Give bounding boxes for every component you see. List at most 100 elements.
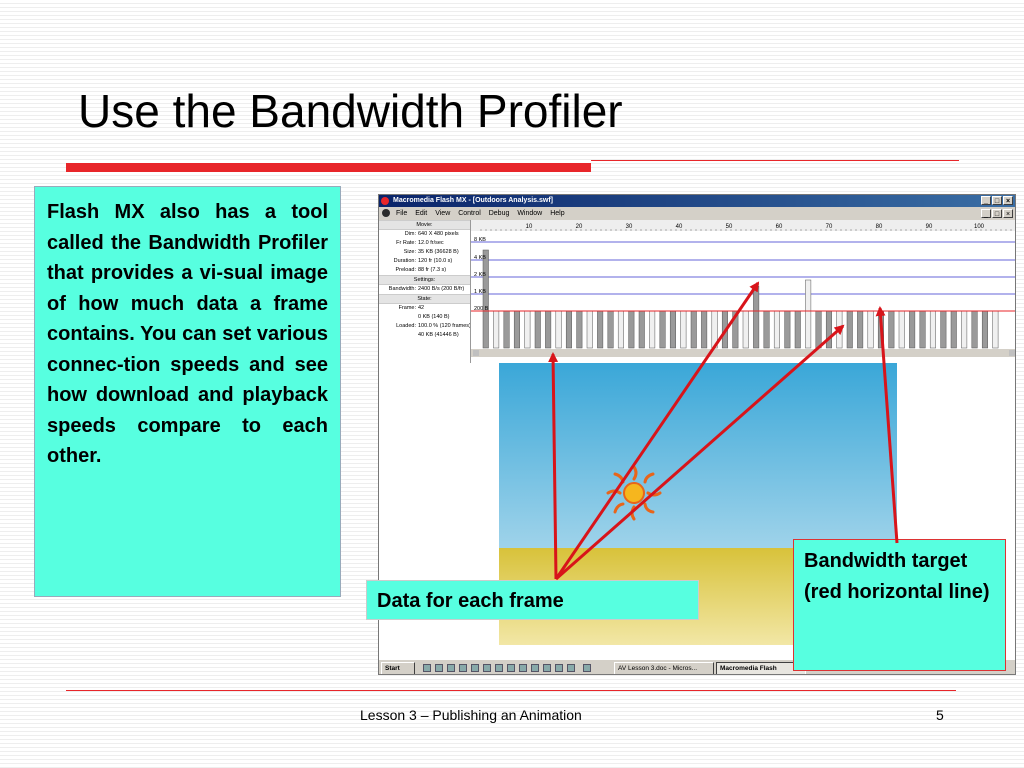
ruler-label: 80 bbox=[876, 224, 883, 230]
quicklaunch-icon[interactable] bbox=[543, 664, 551, 672]
frame-bar bbox=[971, 310, 978, 349]
ruler-label: 30 bbox=[626, 224, 633, 230]
quicklaunch-icon[interactable] bbox=[519, 664, 527, 672]
frame-bar bbox=[545, 310, 552, 349]
movie-header: Movie: bbox=[379, 220, 470, 230]
menu-edit[interactable]: Edit bbox=[415, 210, 428, 217]
frame-bar bbox=[607, 310, 614, 349]
stat-row: Duration:120 fr (10.0 s) bbox=[393, 258, 453, 264]
stats-panel: Movie: Dim:640 X 480 pixels Fr Rate:12.0… bbox=[379, 220, 471, 368]
frame-bar bbox=[524, 310, 531, 349]
menu-help[interactable]: Help bbox=[550, 210, 565, 217]
quicklaunch-icon[interactable] bbox=[471, 664, 479, 672]
frame-bar bbox=[888, 310, 895, 349]
document-icon bbox=[382, 209, 390, 218]
quicklaunch-icon[interactable] bbox=[555, 664, 563, 672]
frame-bar bbox=[659, 310, 666, 349]
frame-bars bbox=[482, 249, 999, 349]
quicklaunch-icon[interactable] bbox=[531, 664, 539, 672]
y-axis-label: 1 KB bbox=[474, 289, 486, 295]
frame-bar bbox=[586, 310, 593, 349]
maximize-button[interactable]: □ bbox=[992, 196, 1002, 205]
ruler-label: 60 bbox=[776, 224, 783, 230]
settings-header: Settings: bbox=[379, 275, 470, 285]
quicklaunch-icon[interactable] bbox=[435, 664, 443, 672]
doc-close-button[interactable]: × bbox=[1003, 209, 1013, 218]
window-title: Macromedia Flash MX - [Outdoors Analysis… bbox=[393, 197, 553, 204]
slide-title: Use the Bandwidth Profiler bbox=[78, 85, 623, 137]
frame-bar bbox=[732, 310, 739, 349]
ruler-label: 100 bbox=[974, 224, 985, 230]
frame-bar bbox=[534, 310, 541, 349]
quicklaunch-icon[interactable] bbox=[507, 664, 515, 672]
frame-bar bbox=[576, 310, 583, 349]
ruler-label: 70 bbox=[826, 224, 833, 230]
ruler-label: 50 bbox=[726, 224, 733, 230]
quicklaunch-icon[interactable] bbox=[459, 664, 467, 672]
quicklaunch-icon[interactable] bbox=[483, 664, 491, 672]
y-axis-label: 8 KB bbox=[474, 237, 486, 243]
ruler-label: 40 bbox=[676, 224, 683, 230]
frame-bar bbox=[825, 310, 832, 349]
frame-bar bbox=[669, 310, 676, 349]
stat-row: Preload:88 fr (7.3 s) bbox=[395, 267, 447, 273]
quicklaunch-icon[interactable] bbox=[495, 664, 503, 672]
state-row: 40 KB (41446 B) bbox=[418, 332, 459, 338]
slide-number: 5 bbox=[936, 707, 944, 723]
start-button[interactable]: Start bbox=[381, 662, 415, 674]
close-button[interactable]: × bbox=[1003, 196, 1013, 205]
footer-rule bbox=[66, 690, 956, 691]
menu-file[interactable]: File bbox=[395, 210, 408, 217]
frame-bar bbox=[763, 310, 770, 349]
frame-bar bbox=[482, 249, 489, 349]
menu-control[interactable]: Control bbox=[458, 210, 481, 217]
frame-bar bbox=[597, 310, 604, 349]
bandwidth-row: Bandwidth:2400 B/s (200 B/fr) bbox=[388, 286, 465, 292]
state-row: Loaded:100.0 % (120 frames) bbox=[396, 323, 470, 329]
quicklaunch-icon[interactable] bbox=[447, 664, 455, 672]
state-row: 0 KB (140 B) bbox=[418, 314, 450, 320]
menu-view[interactable]: View bbox=[435, 210, 451, 217]
frame-bar bbox=[753, 285, 760, 349]
doc-restore-button[interactable]: □ bbox=[992, 209, 1002, 218]
frame-bar bbox=[690, 310, 697, 349]
frame-bar bbox=[794, 310, 801, 349]
taskbar-word-button[interactable]: AV Lesson 3.doc - Micros... bbox=[614, 662, 714, 674]
menu-debug[interactable]: Debug bbox=[488, 210, 510, 217]
frame-bar bbox=[877, 310, 884, 349]
title-rule bbox=[591, 160, 959, 161]
quicklaunch-icon[interactable] bbox=[583, 664, 591, 672]
sun-icon bbox=[606, 465, 662, 521]
frame-bar bbox=[784, 310, 791, 349]
menu-window[interactable]: Window bbox=[517, 210, 543, 217]
frame-bar bbox=[565, 310, 572, 349]
frame-bar bbox=[867, 310, 874, 349]
frame-bar bbox=[992, 310, 999, 349]
y-axis-label: 200 B bbox=[474, 306, 489, 312]
frame-bar bbox=[857, 310, 864, 349]
frame-bar bbox=[950, 310, 957, 349]
flash-logo-icon bbox=[381, 197, 389, 205]
frame-bar bbox=[711, 310, 718, 349]
callout-data-frame: Data for each frame bbox=[366, 580, 699, 620]
footer-text: Lesson 3 – Publishing an Animation bbox=[360, 707, 582, 723]
quicklaunch-icon[interactable] bbox=[423, 664, 431, 672]
stat-row: Fr Rate:12.0 fr/sec bbox=[396, 240, 444, 246]
frame-bar bbox=[555, 310, 562, 349]
frame-bar bbox=[929, 310, 936, 349]
frame-bar bbox=[721, 310, 728, 349]
quicklaunch-icon[interactable] bbox=[567, 664, 575, 672]
minimize-button[interactable]: _ bbox=[981, 196, 991, 205]
doc-minimize-button[interactable]: _ bbox=[981, 209, 991, 218]
frame-bar bbox=[742, 310, 749, 349]
stat-row: Dim:640 X 480 pixels bbox=[404, 231, 459, 237]
frame-bar bbox=[815, 310, 822, 349]
frame-bar bbox=[940, 310, 947, 349]
frame-bar bbox=[638, 310, 645, 349]
frame-bar bbox=[628, 310, 635, 349]
callout-bandwidth-target: Bandwidth target (red horizontal line) bbox=[793, 539, 1006, 671]
y-axis-label: 2 KB bbox=[474, 272, 486, 278]
